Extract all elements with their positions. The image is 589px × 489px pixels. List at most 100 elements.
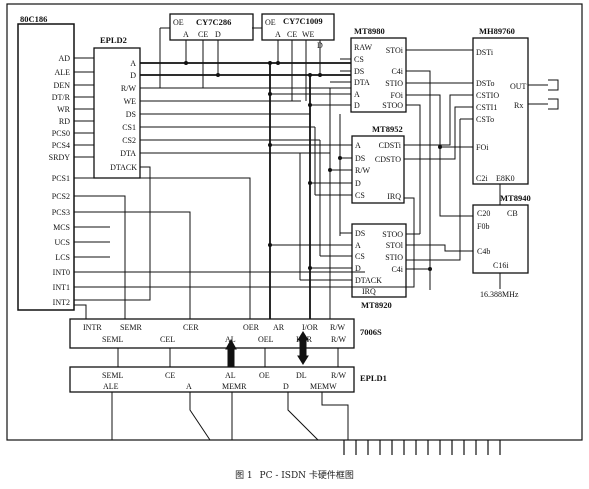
junction	[428, 267, 432, 271]
junctions	[184, 61, 442, 271]
mt8952-pin-cdsti: CDSTi	[379, 141, 402, 150]
wire-memw-bus	[321, 392, 349, 440]
port-rx	[548, 98, 559, 110]
junction	[308, 73, 312, 77]
epld1-pin-dl: DL	[296, 371, 307, 380]
7006s-pin-seml: SEML	[102, 335, 123, 344]
mt8952-pin-rw: R/W	[355, 166, 371, 175]
pin-lcs: LCS	[55, 253, 70, 262]
cy7c1009-pin-ce: CE	[287, 30, 297, 39]
chip-mt8952: MT8952 A DS R/W D CS CDSTi CDSTO IRQ	[351, 124, 405, 204]
chip-epld1-title: EPLD1	[360, 373, 387, 383]
mt8980-pin-d: D	[354, 101, 360, 110]
bus-arrows	[225, 331, 309, 368]
cy7c286-pin-oe: OE	[173, 18, 184, 27]
chip-cy7c286-body	[169, 13, 254, 41]
cy7c286-pin-a: A	[183, 30, 189, 39]
mt8940-pin-c16i: C16i	[493, 261, 509, 270]
pin-dtr: DT/R	[52, 93, 71, 102]
wire-pcs2	[74, 195, 126, 319]
chip-epld1-body	[69, 366, 355, 393]
chip-cy7c1009-body	[261, 13, 335, 41]
chip-mh89760-title: MH89760	[479, 26, 515, 36]
mh89760-pin-e8k0: E8K0	[496, 174, 515, 183]
dl-arrow-down	[297, 355, 309, 365]
junction	[268, 243, 272, 247]
port-out	[548, 79, 559, 91]
mt8980-pin-a: A	[354, 90, 360, 99]
chip-cy7c286-title: CY7C286	[196, 17, 231, 27]
epld1-pin-oe: OE	[259, 371, 270, 380]
mt8952-pin-ds: DS	[355, 154, 365, 163]
junction	[318, 73, 322, 77]
dl-arrow-shaft	[299, 339, 307, 357]
pin-ale: ALE	[54, 68, 70, 77]
mt8940-pin-cb: CB	[507, 209, 518, 218]
chip-mt8952-title: MT8952	[372, 124, 403, 134]
epld2-pin-a: A	[130, 59, 136, 68]
chip-epld2: EPLD2 A D R/W WE DS CS1 CS2 DTA DTACK	[93, 35, 141, 179]
epld1-pin-seml: SEML	[102, 371, 123, 380]
mt8940-clock-label: 16.388MHz	[480, 290, 519, 299]
mh89760-pin-out: OUT	[510, 82, 527, 91]
cy7c1009-pin-oe: OE	[265, 18, 276, 27]
wire-8980-foi	[406, 94, 473, 217]
chip-mt8940: MT8940 C20 CB F0b C4b C16i 16.388MHz	[472, 193, 531, 299]
cy7c1009-pin-we: WE	[302, 30, 315, 39]
7006s-pin-rw-bottom: R/W	[331, 335, 347, 344]
mt8980-pin-c4i: C4i	[391, 67, 403, 76]
mt8980-pin-stio: STIO	[385, 79, 403, 88]
pin-den: DEN	[54, 81, 71, 90]
junction	[268, 61, 272, 65]
junction	[216, 73, 220, 77]
junction	[338, 156, 342, 160]
epld2-pin-cs2: CS2	[122, 136, 136, 145]
mt8920-pin-d: D	[355, 264, 361, 273]
7006s-pin-al: AL	[225, 335, 236, 344]
pin-pcs0: PCS0	[52, 129, 70, 138]
figure-caption-number: 图 1	[235, 471, 253, 481]
wire-8980-c4i	[406, 70, 431, 290]
mh89760-pin-cstio: CSTIO	[476, 91, 499, 100]
mh89760-pin-dsti: DSTi	[476, 48, 494, 57]
mt8920-pin-cs: CS	[355, 252, 365, 261]
mt8980-pin-stoi: STOi	[386, 46, 404, 55]
chip-cy7c1009-title: CY7C1009	[283, 16, 323, 26]
junction	[268, 92, 272, 96]
wire-8952-irq	[360, 197, 415, 288]
pin-pcs4: PCS4	[52, 141, 70, 150]
junction	[308, 103, 312, 107]
wire-int2	[74, 304, 87, 319]
epld1-pin-d: D	[283, 382, 289, 391]
wire-dtack-int	[74, 166, 151, 301]
epld2-pin-dtack: DTACK	[110, 163, 137, 172]
junction	[276, 61, 280, 65]
chip-mt8940-title: MT8940	[500, 193, 531, 203]
mt8920-pin-c4i: C4i	[391, 265, 403, 274]
chip-mh89760: MH89760 DSTi DSTo CSTIO CSTI1 CSTo FOi C…	[472, 26, 529, 185]
mt8980-pin-ds: DS	[354, 67, 364, 76]
7006s-pin-rw-top: R/W	[330, 323, 346, 332]
epld1-pin-memr: MEMR	[222, 382, 247, 391]
wire-8952-cdsti	[404, 94, 473, 146]
pin-ad: AD	[58, 54, 70, 63]
chip-mt8980: MT8980 RAW CS DS DTA A D STOi C4i STIO F…	[350, 26, 407, 113]
mt8920-pin-a: A	[355, 241, 361, 250]
chip-epld1: EPLD1 SEML CE AL OE DL R/W ALE A MEMR D …	[69, 366, 387, 393]
chip-cy7c286: CY7C286 OE A CE D	[169, 13, 254, 41]
mt8952-pin-cdsto: CDSTO	[375, 155, 401, 164]
7006s-pin-ar: AR	[273, 323, 285, 332]
wiring	[74, 27, 559, 441]
chip-mt8980-body	[350, 37, 407, 113]
epld1-pin-rw: R/W	[331, 371, 347, 380]
mt8920-pin-stoo: STOO	[382, 230, 403, 239]
pin-pcs3: PCS3	[52, 208, 70, 217]
mh89760-pin-foi: FOi	[476, 143, 489, 152]
figure-caption-text: PC - ISDN 卡硬件框图	[259, 471, 354, 481]
mt8980-pin-stoo: STOO	[382, 101, 403, 110]
7006s-pin-cer: CER	[183, 323, 199, 332]
wire-csto-v	[406, 119, 461, 261]
pin-pcs2: PCS2	[52, 192, 70, 201]
wire-8952-cdsto	[404, 106, 473, 160]
al-arrow-shaft	[227, 348, 235, 368]
